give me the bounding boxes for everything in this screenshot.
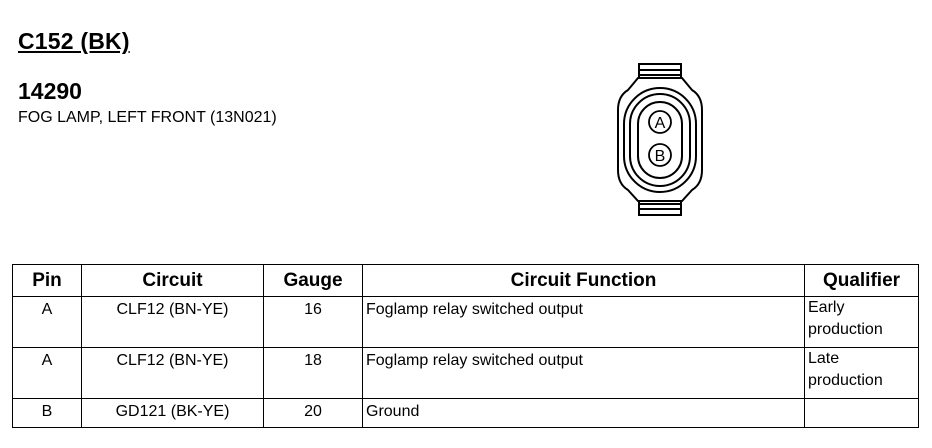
pin-column-header: Pin — [12, 264, 82, 297]
pin-a-cavity — [648, 110, 672, 134]
table-row: B GD121 (BK-YE) 20 Ground — [12, 398, 919, 428]
connector-id: C152 (BK) — [18, 28, 130, 54]
qualifier-line: production — [808, 321, 883, 338]
table-header-row: Pin Circuit Gauge Circuit Function Quali… — [12, 264, 919, 297]
connector-face-drawing: A B — [617, 63, 703, 216]
circuit-cell: CLF12 (BN-YE) — [81, 296, 264, 348]
function-cell: Ground — [362, 398, 805, 428]
qualifier-line: Late — [808, 350, 840, 367]
housing-outline — [617, 77, 703, 202]
gauge-cell: 16 — [263, 296, 363, 348]
component-description: FOG LAMP, LEFT FRONT (13N021) — [18, 109, 277, 126]
function-cell: Foglamp relay switched output — [362, 296, 805, 348]
function-cell: Foglamp relay switched output — [362, 347, 805, 399]
circuit-cell: CLF12 (BN-YE) — [81, 347, 264, 399]
pin-b-label: B — [655, 148, 666, 165]
qualifier-cell: Early production — [804, 296, 919, 348]
pinout-table: Pin Circuit Gauge Circuit Function Quali… — [12, 264, 919, 428]
part-number: 14290 — [18, 78, 82, 104]
gauge-column-header: Gauge — [263, 264, 363, 297]
circuit-column-header: Circuit — [81, 264, 264, 297]
pin-cell: A — [12, 296, 82, 348]
pin-b-cavity — [648, 143, 672, 167]
qualifier-line: production — [808, 372, 883, 389]
pin-a-label: A — [655, 115, 666, 132]
circuit-cell: GD121 (BK-YE) — [81, 398, 264, 428]
pin-cell: A — [12, 347, 82, 399]
qualifier-cell — [804, 398, 919, 428]
function-column-header: Circuit Function — [362, 264, 805, 297]
pin-cell: B — [12, 398, 82, 428]
table-row: A CLF12 (BN-YE) 16 Foglamp relay switche… — [12, 296, 919, 348]
qualifier-cell: Late production — [804, 347, 919, 399]
gauge-cell: 20 — [263, 398, 363, 428]
table-row: A CLF12 (BN-YE) 18 Foglamp relay switche… — [12, 347, 919, 399]
qualifier-line: Early — [808, 299, 845, 316]
gauge-cell: 18 — [263, 347, 363, 399]
qualifier-column-header: Qualifier — [804, 264, 919, 297]
